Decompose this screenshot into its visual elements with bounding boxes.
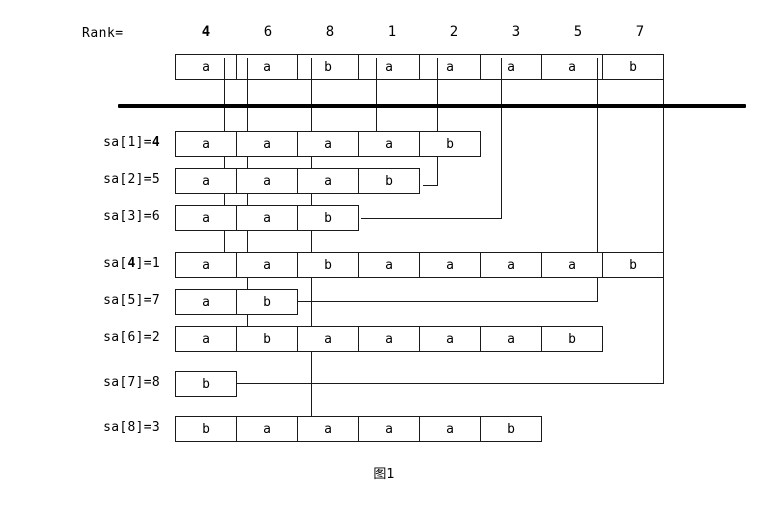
rank-value-3: 8	[325, 24, 335, 40]
suffix-row-7: b	[175, 371, 237, 397]
original-string-cell-5: a	[419, 54, 481, 80]
suffix-row-1-cell-2: a	[236, 131, 298, 157]
connector-hline-7	[286, 301, 598, 302]
rank-header-label: Rank=	[82, 26, 124, 41]
row-label-6: sa[6]=2	[103, 330, 160, 345]
suffix-row-4-cell-3: b	[297, 252, 359, 278]
rank-value-5: 2	[449, 24, 459, 40]
suffix-row-4-cell-2: a	[236, 252, 298, 278]
row-label-2: sa[2]=5	[103, 172, 160, 187]
suffix-row-2-cell-4: b	[358, 168, 420, 194]
row-label-3: sa[3]=6	[103, 209, 160, 224]
suffix-row-3-cell-3: b	[297, 205, 359, 231]
suffix-row-4-cell-7: a	[541, 252, 603, 278]
suffix-row-1-cell-5: b	[419, 131, 481, 157]
suffix-row-8-cell-5: a	[419, 416, 481, 442]
original-string-cell-1: a	[175, 54, 237, 80]
suffix-row-7-cell-1: b	[175, 371, 237, 397]
suffix-row-2-cell-2: a	[236, 168, 298, 194]
rank-value-6: 3	[511, 24, 521, 40]
connector-vline-1	[224, 58, 225, 265]
rank-value-1: 4	[201, 24, 211, 40]
connector-vline-6	[501, 58, 502, 218]
suffix-row-2-cell-3: a	[297, 168, 359, 194]
suffix-row-8-cell-2: a	[236, 416, 298, 442]
suffix-row-4-cell-5: a	[419, 252, 481, 278]
row-label-4: sa[4]=1	[103, 256, 160, 271]
rank-value-4: 1	[387, 24, 397, 40]
suffix-row-3-cell-2: a	[236, 205, 298, 231]
connector-vline-7	[597, 58, 598, 301]
original-string-cell-7: a	[541, 54, 603, 80]
connector-vline-2	[247, 58, 248, 339]
original-string-cell-2: a	[236, 54, 298, 80]
connector-vline-5	[437, 58, 438, 185]
suffix-row-6-cell-2: b	[236, 326, 298, 352]
original-string-cell-8: b	[602, 54, 664, 80]
original-string-cell-6: a	[480, 54, 542, 80]
suffix-row-6-cell-7: b	[541, 326, 603, 352]
suffix-row-8-cell-1: b	[175, 416, 237, 442]
connector-vline-3	[311, 58, 312, 424]
row-label-7: sa[7]=8	[103, 375, 160, 390]
suffix-row-4-cell-1: a	[175, 252, 237, 278]
suffix-row-6-cell-6: a	[480, 326, 542, 352]
rank-value-8: 7	[635, 24, 645, 40]
suffix-row-6-cell-5: a	[419, 326, 481, 352]
suffix-row-8-cell-4: a	[358, 416, 420, 442]
row-label-1: sa[1]=4	[103, 135, 160, 150]
rank-value-7: 5	[573, 24, 583, 40]
connector-hline-8	[237, 383, 664, 384]
suffix-row-4-cell-6: a	[480, 252, 542, 278]
suffix-row-5-cell-1: a	[175, 289, 237, 315]
connector-vline-8	[663, 58, 664, 383]
original-string-cell-4: a	[358, 54, 420, 80]
suffix-row-4-cell-8: b	[602, 252, 664, 278]
suffix-row-1-cell-4: a	[358, 131, 420, 157]
connector-hline-6	[361, 218, 502, 219]
suffix-row-8-cell-3: a	[297, 416, 359, 442]
suffix-row-1-cell-3: a	[297, 131, 359, 157]
suffix-row-4-cell-4: a	[358, 252, 420, 278]
suffix-row-8-cell-6: b	[480, 416, 542, 442]
figure-caption: 图1	[373, 467, 395, 482]
suffix-row-6-cell-1: a	[175, 326, 237, 352]
row-label-8: sa[8]=3	[103, 420, 160, 435]
rank-value-2: 6	[263, 24, 273, 40]
suffix-row-3-cell-1: a	[175, 205, 237, 231]
suffix-row-6-cell-4: a	[358, 326, 420, 352]
connector-hline-5	[423, 185, 438, 186]
suffix-row-6-cell-3: a	[297, 326, 359, 352]
row-label-5: sa[5]=7	[103, 293, 160, 308]
original-string-cell-3: b	[297, 54, 359, 80]
suffix-row-5-cell-2: b	[236, 289, 298, 315]
thick-divider	[118, 104, 746, 108]
suffix-row-1-cell-1: a	[175, 131, 237, 157]
suffix-row-2-cell-1: a	[175, 168, 237, 194]
connector-vline-4	[376, 58, 377, 144]
